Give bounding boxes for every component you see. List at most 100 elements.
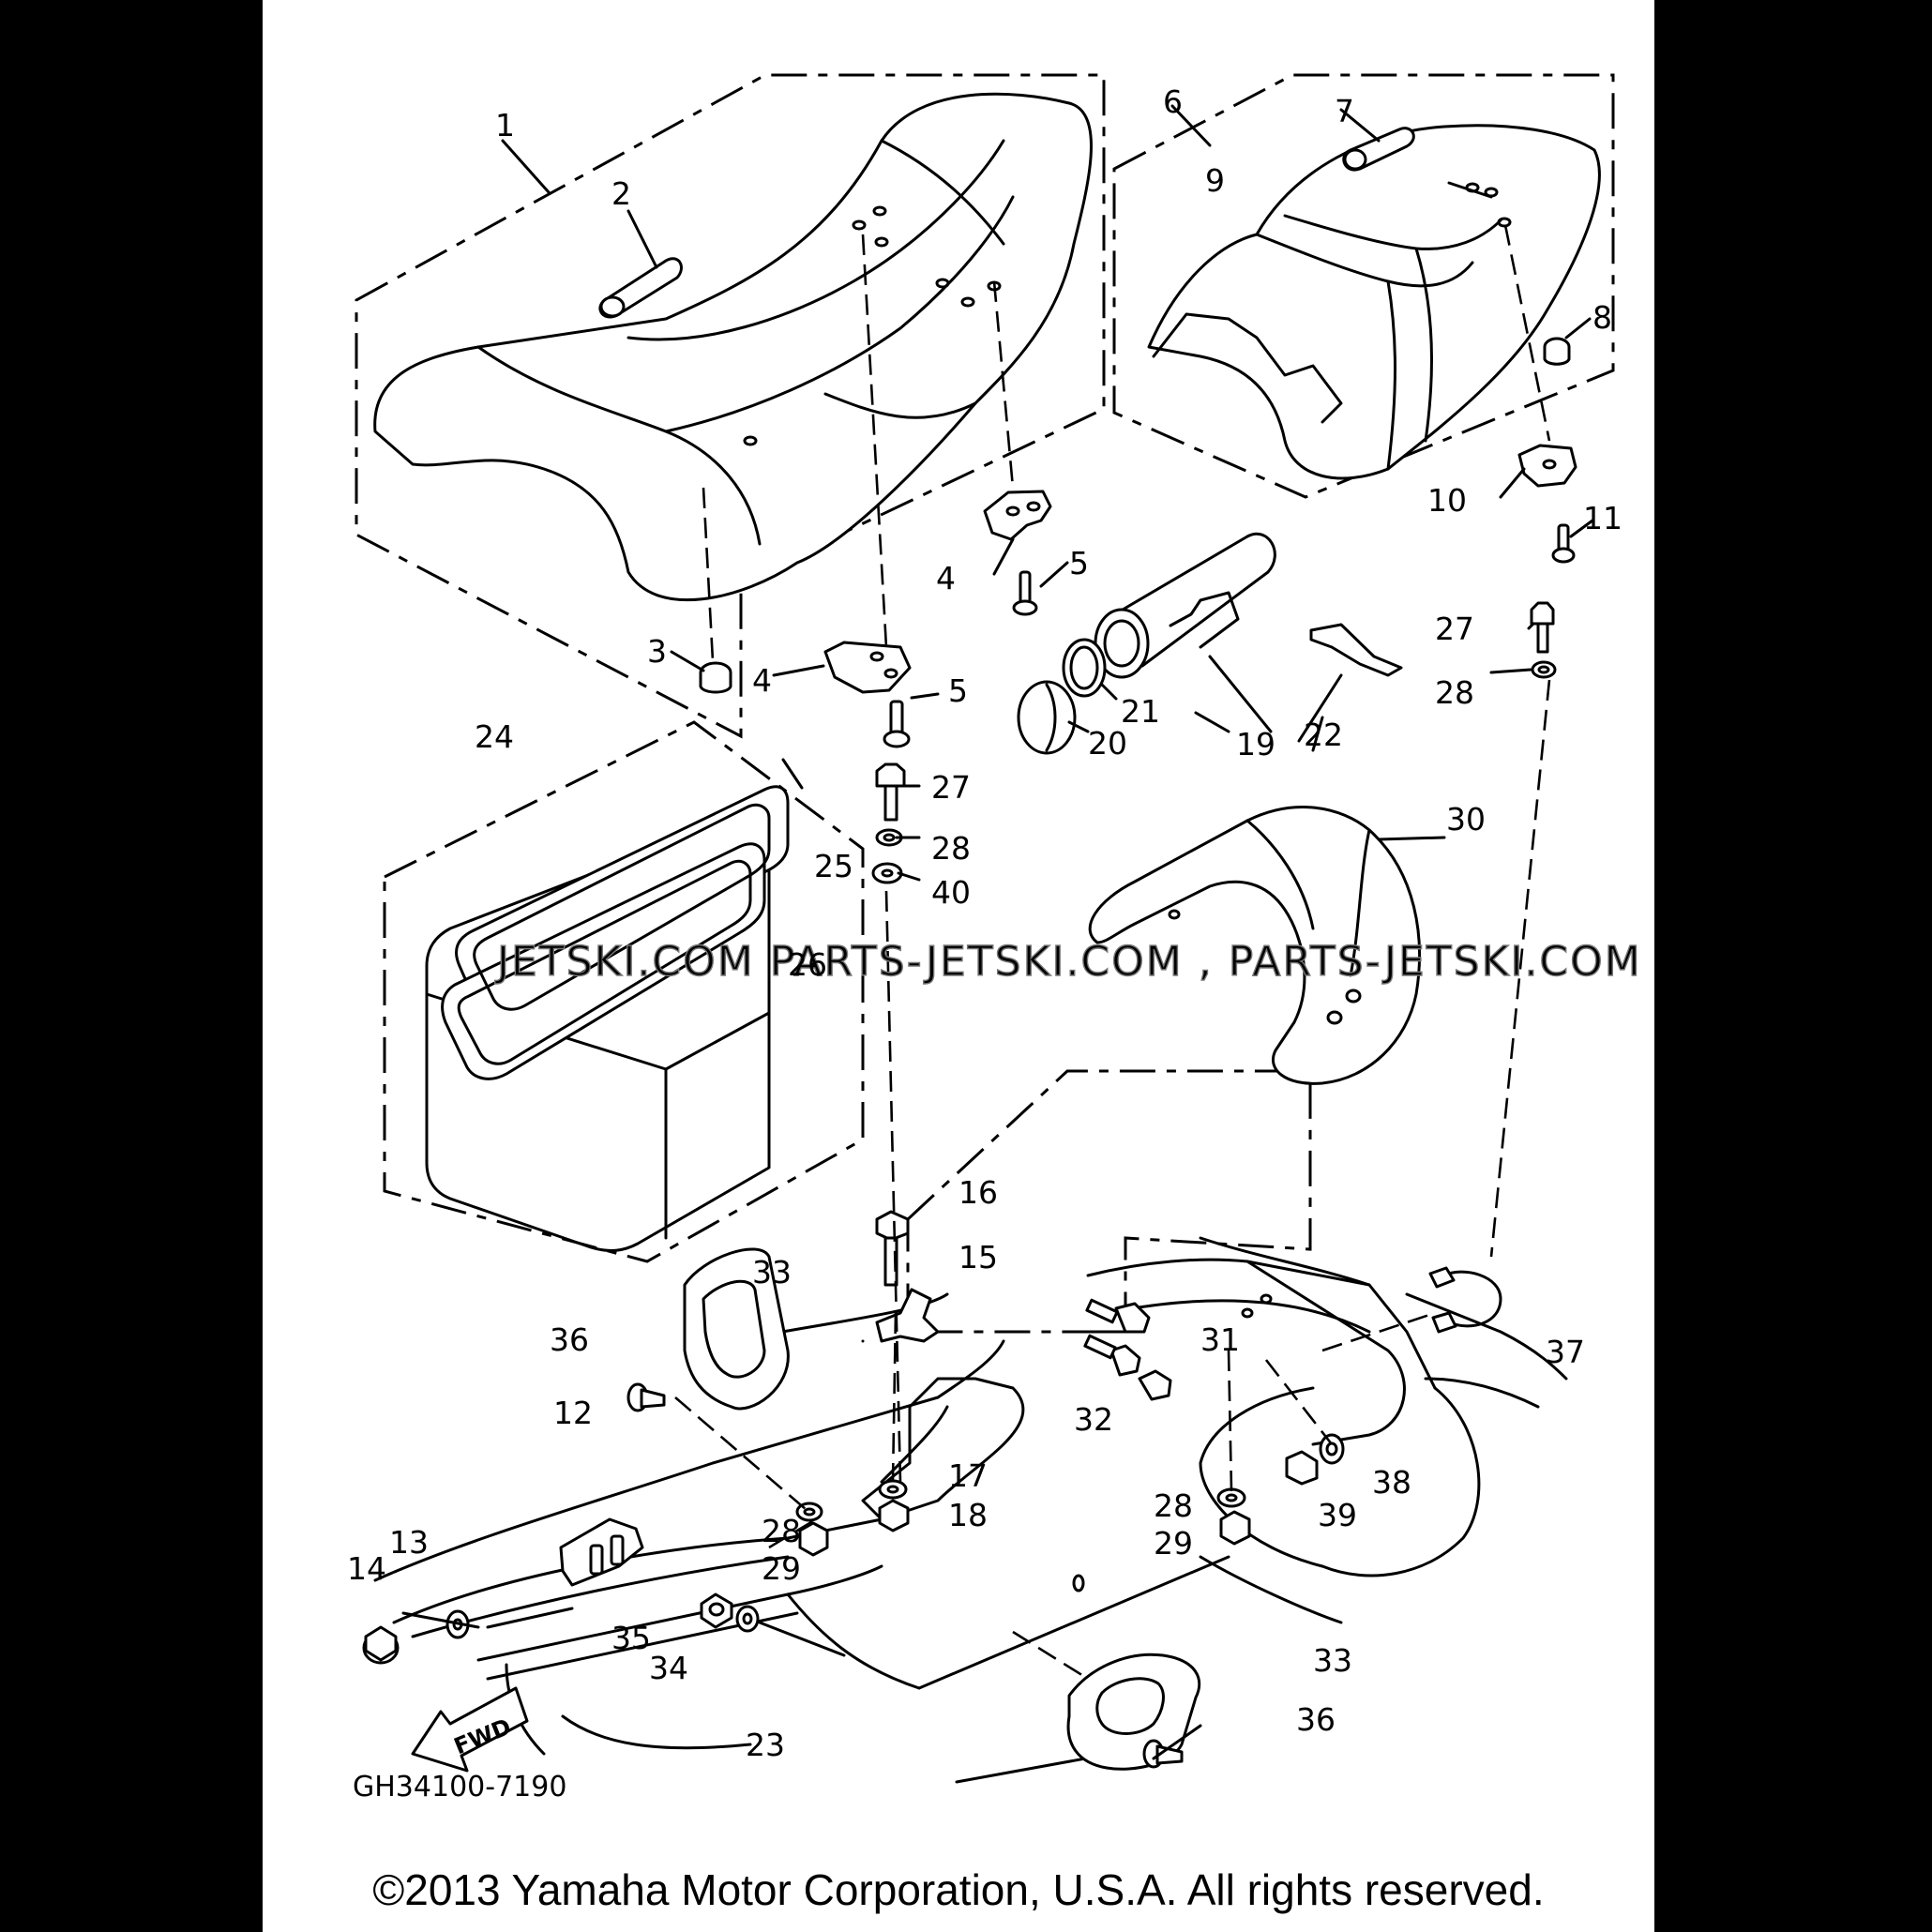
- callout-2: 2: [611, 175, 631, 212]
- copyright-notice: ©2013 Yamaha Motor Corporation, U.S.A. A…: [372, 1865, 1545, 1914]
- callout-32: 32: [1074, 1401, 1113, 1438]
- callout-28b: 28: [1435, 674, 1474, 711]
- callout-37: 37: [1546, 1334, 1585, 1370]
- bracket-part-10: [1517, 444, 1577, 488]
- callout-14: 14: [347, 1550, 386, 1587]
- bolt-part-5-upper: [1012, 570, 1038, 616]
- cap-part-20: [1017, 680, 1077, 755]
- stud-part-27-right: [1530, 601, 1555, 654]
- callout-34: 34: [649, 1650, 688, 1686]
- nut-part-14: [362, 1625, 400, 1665]
- callout-28c: 28: [762, 1513, 801, 1549]
- callout-6: 6: [1163, 83, 1183, 120]
- callout-39: 39: [1318, 1497, 1357, 1533]
- washer-part-28-lower-left: [795, 1502, 823, 1522]
- callout-4a: 4: [752, 662, 772, 699]
- u-bolt-part-37: [1428, 1266, 1502, 1334]
- callout-26: 26: [788, 946, 827, 983]
- callout-30: 30: [1446, 801, 1486, 838]
- nut-part-29-left: [798, 1521, 829, 1557]
- fwd-arrow: FWD: [411, 1686, 529, 1773]
- callout-36b: 36: [1296, 1701, 1336, 1738]
- callout-33b: 33: [1313, 1642, 1352, 1679]
- group-box-seat-rear: [1112, 73, 1615, 499]
- callout-28a: 28: [931, 830, 971, 867]
- callout-16: 16: [958, 1174, 998, 1211]
- o-ring-part-21: [1062, 638, 1107, 698]
- callout-leader-lines: [501, 104, 1594, 1343]
- callout-22: 22: [1304, 717, 1343, 753]
- callout-19: 19: [1236, 726, 1275, 762]
- callout-15: 15: [958, 1239, 998, 1275]
- callout-40: 40: [931, 874, 971, 911]
- callout-31: 31: [1200, 1321, 1240, 1358]
- hull-deck-part-23: [373, 1236, 1568, 1784]
- nut-part-35: [700, 1592, 733, 1629]
- diagram-sheet: FWD: [263, 0, 1654, 1932]
- nut-part-39: [1285, 1450, 1319, 1486]
- callout-12: 12: [553, 1395, 593, 1431]
- callout-25: 25: [814, 848, 853, 884]
- bracket-part-15: [875, 1288, 940, 1343]
- callout-29a: 29: [762, 1550, 801, 1587]
- bolt-part-11: [1551, 523, 1576, 564]
- grip-part-19: [1094, 532, 1276, 679]
- trim-ring-part-33-right: [1066, 1653, 1201, 1771]
- stud-part-27-left: [875, 762, 906, 822]
- callout-13: 13: [389, 1524, 429, 1561]
- trim-ring-part-33-left: [683, 1247, 790, 1411]
- callout-35: 35: [611, 1620, 651, 1656]
- callout-11: 11: [1583, 500, 1623, 536]
- callout-4b: 4: [936, 560, 956, 596]
- cap-part-8: [1543, 337, 1571, 366]
- callout-8: 8: [1592, 299, 1612, 336]
- clip-part-22: [1309, 623, 1403, 677]
- front-seat: [373, 92, 1093, 602]
- drawing-code: GH34100-7190: [353, 1771, 566, 1804]
- bolt-part-16: [875, 1210, 910, 1287]
- callout-36a: 36: [550, 1321, 589, 1358]
- callout-3: 3: [647, 633, 667, 670]
- callout-20: 20: [1088, 725, 1127, 762]
- callout-18: 18: [948, 1497, 988, 1533]
- callout-38: 38: [1372, 1464, 1411, 1501]
- grab-handle-part-30: [1088, 806, 1421, 1085]
- callout-5a: 5: [1069, 545, 1089, 581]
- callout-numbers: 1 2 3 4 4 5 5 6 7 8 9 10 11 12 13 14 15 …: [347, 83, 1623, 1763]
- group-box-seat-front: [355, 73, 1106, 739]
- callout-29b: 29: [1154, 1525, 1193, 1562]
- watermark: JETSKI.COM PARTS-JETSKI.COM , PARTS-JETS…: [494, 938, 1642, 986]
- cap-part-3: [699, 661, 732, 694]
- callout-27a: 27: [931, 769, 971, 806]
- callout-24: 24: [475, 718, 514, 755]
- bolt-part-5-lower: [883, 700, 911, 748]
- washer-part-38: [1319, 1433, 1345, 1465]
- bracket-part-4-upper: [983, 490, 1052, 541]
- latch-part-12: [559, 1517, 644, 1587]
- exploded-parts-diagram: FWD: [347, 73, 1642, 1804]
- group-box-storage: [383, 720, 865, 1263]
- callout-7: 7: [1335, 93, 1354, 129]
- callout-9: 9: [1205, 162, 1225, 199]
- rear-seat: [1147, 124, 1601, 480]
- callout-21: 21: [1121, 693, 1160, 730]
- callout-10: 10: [1427, 482, 1467, 519]
- washer-part-17: [878, 1479, 908, 1500]
- storage-box-part-24: [425, 785, 790, 1252]
- nut-part-18: [878, 1499, 910, 1532]
- callout-23: 23: [746, 1727, 785, 1763]
- callout-27b: 27: [1435, 611, 1474, 647]
- callout-1: 1: [495, 107, 515, 143]
- bolt-part-31-a: [1085, 1298, 1151, 1334]
- callout-33a: 33: [752, 1254, 792, 1291]
- screw-part-36-left: [626, 1382, 666, 1412]
- assembly-guide-lines: [401, 224, 1551, 1760]
- nut-part-29-right: [1219, 1510, 1251, 1546]
- washer-part-28-upper-right: [1531, 660, 1557, 679]
- callout-5b: 5: [948, 672, 968, 709]
- bolt-part-31-b: [1138, 1369, 1172, 1401]
- bracket-part-4-lower: [823, 641, 912, 694]
- callout-28d: 28: [1154, 1487, 1193, 1524]
- callout-17: 17: [948, 1457, 988, 1494]
- washer-part-28-lower-right: [1216, 1487, 1246, 1508]
